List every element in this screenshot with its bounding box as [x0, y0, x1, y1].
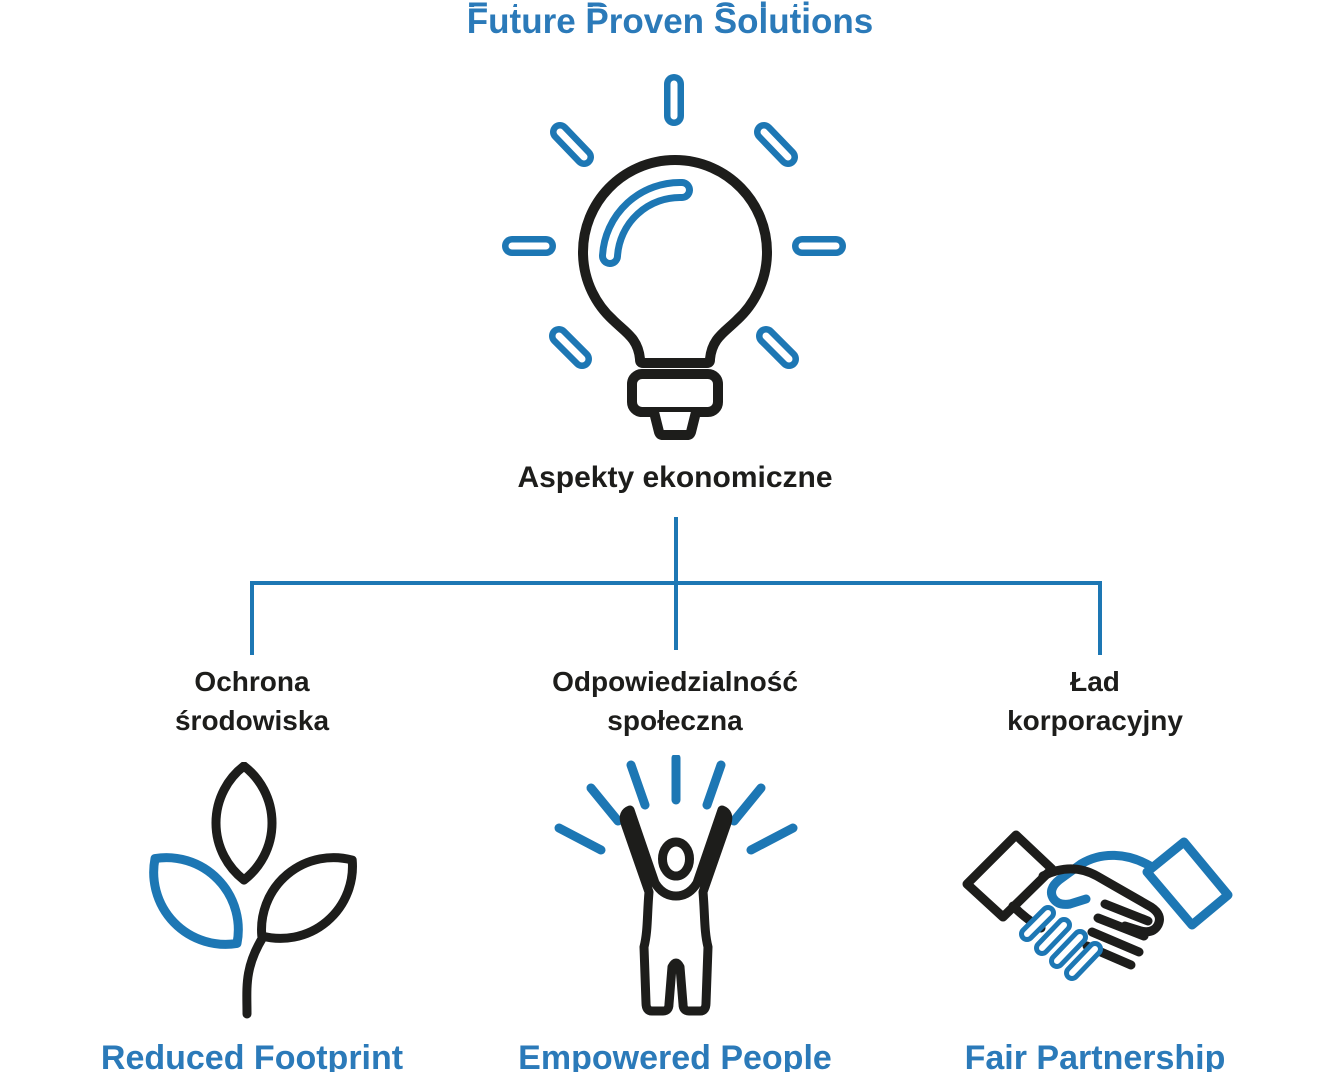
empowered-person-icon — [554, 755, 798, 1016]
caption-fair-partnership: Fair Partnership — [964, 1039, 1226, 1072]
subtitle-economic-aspects: Aspekty ekonomiczne — [517, 461, 833, 494]
connector-horizontal — [250, 581, 1102, 585]
plant-leaf-right — [257, 853, 357, 943]
plant-leaf-left-blue — [149, 853, 243, 949]
caption-empowered-people: Empowered People — [518, 1039, 832, 1072]
person-head — [658, 837, 694, 881]
label-line: Odpowiedzialność — [552, 666, 798, 697]
label-line: społeczna — [607, 705, 743, 736]
plant-stem — [242, 932, 268, 1019]
column-label-social: Odpowiedzialność społeczna — [455, 662, 895, 740]
connector-vertical-right — [1098, 581, 1102, 655]
page-title: Future Proven Solutions — [466, 2, 874, 41]
clipped-title-artifact: Future Proven Solutions — [0, 0, 1340, 7]
handshake-blue-hand — [1047, 850, 1157, 909]
person-body — [619, 805, 733, 1016]
lightbulb-idea-icon — [502, 74, 846, 440]
plant-leaf-top — [211, 762, 277, 885]
handshake-right-sleeve — [1142, 837, 1233, 930]
bulb-base — [627, 369, 723, 417]
label-line: środowiska — [174, 705, 330, 736]
plant-sprout-icon — [149, 762, 357, 1019]
handshake-icon — [962, 830, 1233, 981]
caption-reduced-footprint: Reduced Footprint — [100, 1039, 404, 1072]
label-line: korporacyjny — [1007, 705, 1183, 736]
connector-vertical-left — [250, 581, 254, 655]
column-label-environment: Ochrona środowiska — [102, 662, 402, 740]
clipped-title-text: Future Proven Solutions — [0, 0, 1340, 7]
handshake-black-hand — [1038, 864, 1164, 937]
person-rays — [554, 755, 798, 855]
label-line: Ład — [1070, 666, 1120, 697]
label-line: Ochrona — [194, 666, 310, 697]
column-label-governance: Ład korporacyjny — [925, 662, 1265, 740]
